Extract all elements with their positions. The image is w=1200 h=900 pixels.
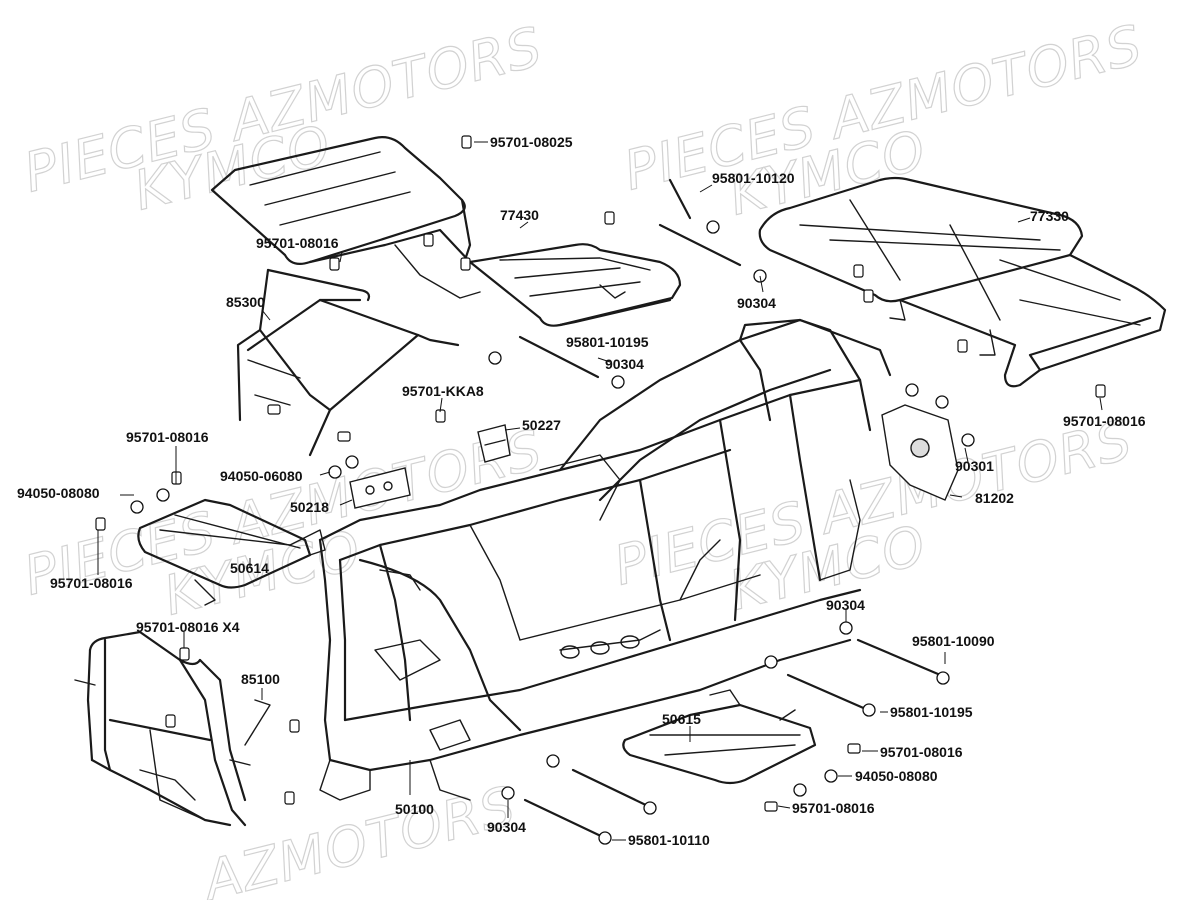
part-label: 90301 [955, 458, 994, 474]
part-label: 95801-10195 [566, 334, 649, 350]
part-label: 50218 [290, 499, 329, 515]
part-label: 94050-08080 [17, 485, 100, 501]
part-label: 94050-08080 [855, 768, 938, 784]
bolt-95801-10195-upper [518, 335, 600, 379]
nut-icon [839, 621, 853, 635]
part-label: 95701-08025 [490, 134, 573, 150]
nut-icon [905, 383, 919, 397]
nut-icon [345, 455, 359, 469]
bolt-95801-10195-lower [786, 673, 870, 712]
part-label: 95801-10110 [628, 832, 710, 848]
nut-icon [862, 703, 876, 717]
part-label: 50614 [230, 560, 269, 576]
part-label: 90304 [737, 295, 776, 311]
part-label: 90304 [605, 356, 644, 372]
nut-icon [793, 783, 807, 797]
part-label: 95701-08016 X4 [136, 619, 240, 635]
part-labels: 95701-08025 95801-10120 77430 77330 9570… [17, 134, 1146, 848]
part-label: 90304 [487, 819, 526, 835]
bolt-icon [853, 264, 864, 278]
nut-icon [936, 671, 950, 685]
long-bolts [518, 178, 947, 840]
part-label: 81202 [975, 490, 1014, 506]
nut-icon [824, 769, 838, 783]
bolt-icon [1095, 384, 1106, 398]
part-label: 95801-10090 [912, 633, 995, 649]
front-carrier-77330 [758, 176, 1167, 388]
nut-icon [546, 754, 560, 768]
bracket-50227 [477, 424, 511, 463]
bracket-50218 [349, 467, 411, 509]
part-label: 77330 [1030, 208, 1069, 224]
bolt-icon [289, 719, 300, 733]
nut-icon [643, 801, 657, 815]
skid-plate-81202 [881, 404, 959, 501]
bolt-icon [423, 233, 434, 247]
bolt-95801-10110b [523, 798, 607, 840]
bolt-icon [764, 801, 778, 812]
nut-icon [764, 655, 778, 669]
part-label: 77430 [500, 207, 539, 223]
nut-icon [156, 488, 170, 502]
bolt-icon [863, 289, 874, 303]
bolt-95801-10120b [658, 223, 742, 267]
nut-icon [598, 831, 612, 845]
bolt-icon [329, 257, 340, 271]
bolt-95801-10120 [668, 178, 692, 220]
part-label: 95701-08016 [792, 800, 875, 816]
part-label: 85100 [241, 671, 280, 687]
part-label: 50227 [522, 417, 561, 433]
part-label: 95701-08016 [256, 235, 339, 251]
nut-icon [611, 375, 625, 389]
footrest-50614 [137, 498, 326, 606]
rear-carrier-77430 [210, 136, 682, 327]
part-label: 90304 [826, 597, 865, 613]
part-label: 95801-10120 [712, 170, 795, 186]
nut-icon [935, 395, 949, 409]
part-label: 95701-08016 [1063, 413, 1146, 429]
nut-icon [501, 786, 515, 800]
bolt-icon [267, 404, 281, 415]
bolt-icon [95, 517, 106, 531]
part-label: 95701-KKA8 [402, 383, 484, 399]
nut-icon [130, 500, 144, 514]
nut-icon [328, 465, 342, 479]
bolt-icon [337, 431, 351, 442]
nut-icon [488, 351, 502, 365]
bolt-icon [179, 647, 190, 661]
leader-lines [97, 141, 1103, 841]
bolt-95801-10090 [856, 638, 947, 679]
bumper-85100 [74, 630, 271, 827]
part-label: 50100 [395, 801, 434, 817]
bolt-icon [957, 339, 968, 353]
part-label: 85300 [226, 294, 265, 310]
part-label: 95701-08016 [126, 429, 209, 445]
bolt-icon [604, 211, 615, 225]
guard-85300 [236, 268, 460, 457]
fasteners [95, 135, 1106, 845]
footrest-50615 [622, 689, 817, 785]
bolt-icon [460, 257, 471, 271]
part-label: 50615 [662, 711, 701, 727]
bolt-icon [284, 791, 295, 805]
bolt-icon [847, 743, 861, 754]
part-label: 95801-10195 [890, 704, 973, 720]
nut-icon [961, 433, 975, 447]
watermark-layer: PIECES AZMOTORS KYMCO PIECES AZMOTORS KY… [17, 12, 1149, 900]
part-label: 94050-06080 [220, 468, 303, 484]
bolt-icon [461, 135, 472, 149]
bolt-icon [165, 714, 176, 728]
bolt-95801-10110a [571, 768, 652, 809]
part-label: 95701-08016 [50, 575, 133, 591]
part-label: 95701-08016 [880, 744, 963, 760]
nut-icon [706, 220, 720, 234]
